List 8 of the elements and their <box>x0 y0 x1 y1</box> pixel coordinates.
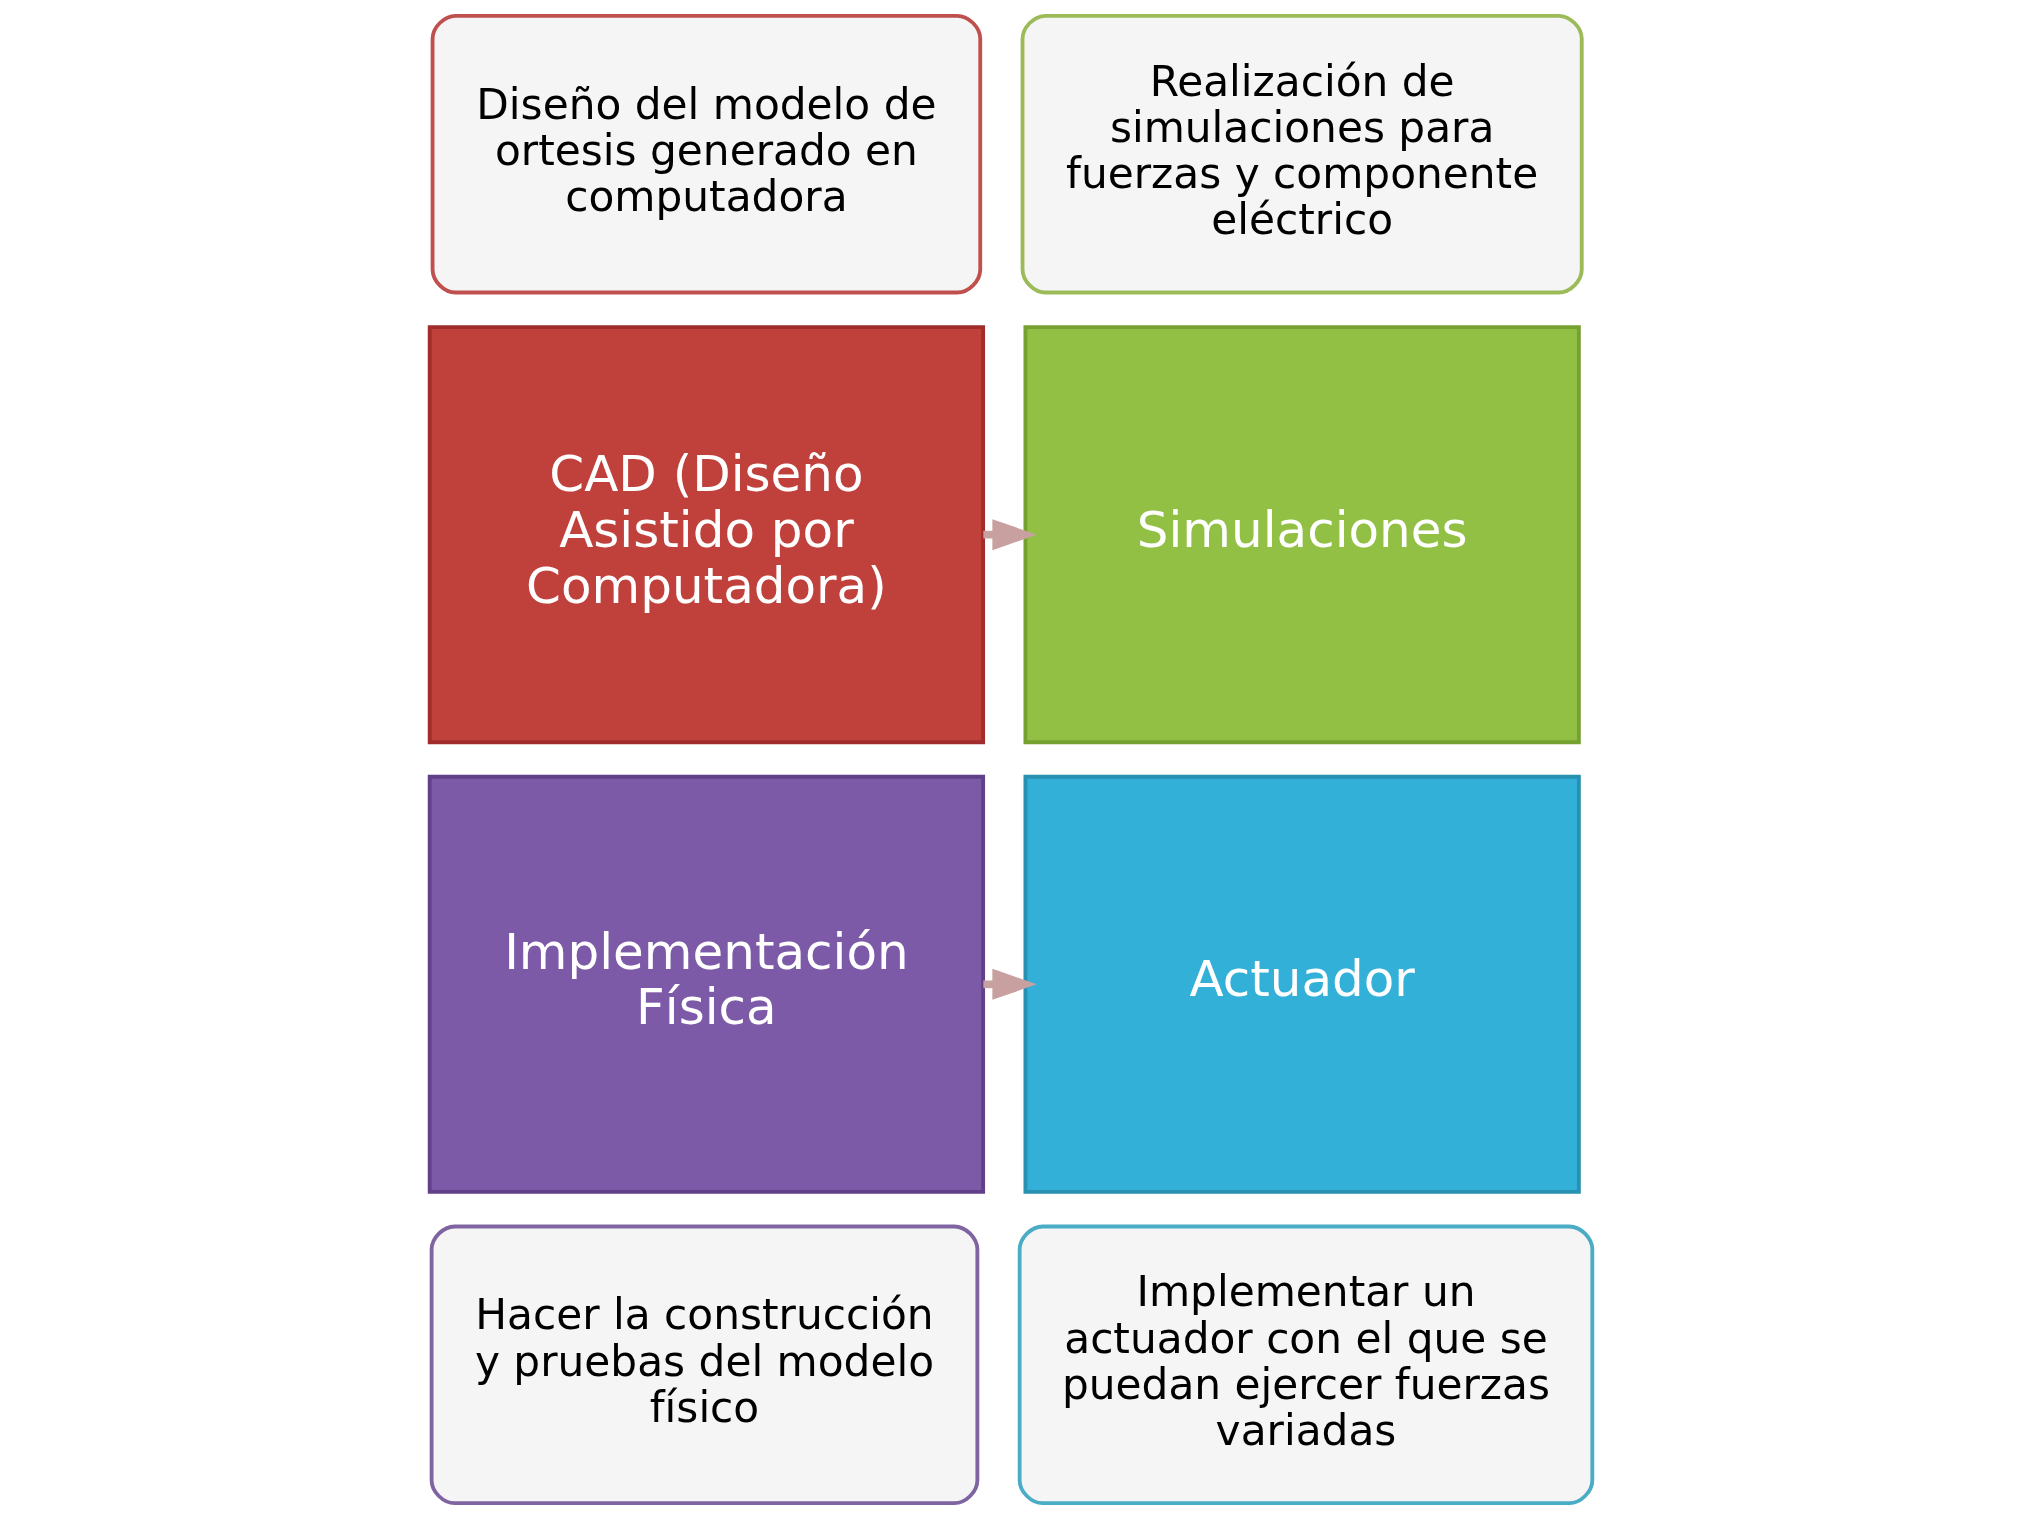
node-box: Actuador <box>1023 774 1581 1194</box>
node-box: Realización de simulaciones para fuerzas y componente eléctrico <box>1020 13 1584 295</box>
node-box: Hacer la construcción y pruebas del modelo físico <box>429 1224 980 1506</box>
node-box: Simulaciones <box>1023 325 1581 745</box>
node-box: Diseño del modelo de ortesis generado en computadora <box>430 13 983 295</box>
node-box: CAD (Diseño Asistido por Computadora) <box>427 325 986 745</box>
node-box: Implementación Física <box>427 774 986 1194</box>
node-box: Implementar un actuador con el que se puedan ejercer fuerzas variadas <box>1017 1224 1595 1506</box>
